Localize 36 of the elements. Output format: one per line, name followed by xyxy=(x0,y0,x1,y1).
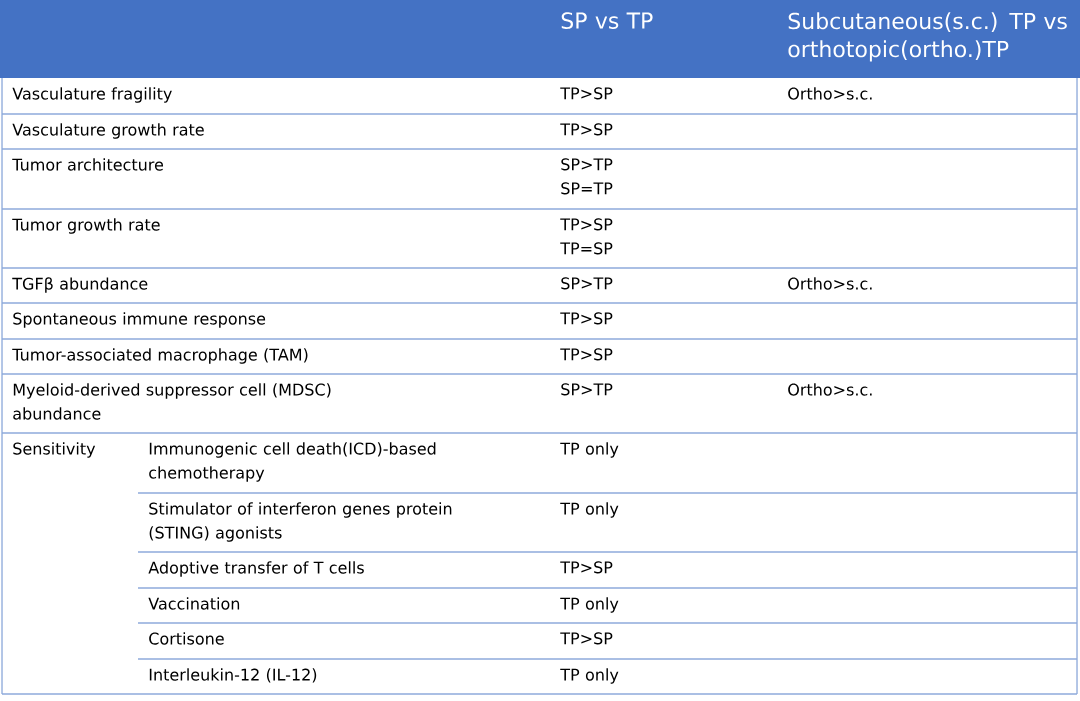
table-cell-text: Ortho>s.c. xyxy=(788,277,872,290)
table-cell-text: Vasculature fragility xyxy=(12,87,172,103)
table-cell-text: Vaccination xyxy=(148,597,240,610)
table-cell-text: TGFβ abundance xyxy=(12,277,148,293)
table-cell-text: SP>TP xyxy=(561,383,613,396)
table-cell-text: SP>TP xyxy=(561,277,613,290)
table-cell-text: TP only xyxy=(560,442,619,458)
table-cell-text: TP>SP xyxy=(560,348,613,361)
table-cell-text: Tumor growth rate xyxy=(12,218,160,234)
table-cell-text: TP>SP xyxy=(560,218,613,231)
table-cell-text: Tumor architecture xyxy=(12,158,164,171)
table-cell-text: Tumor-associated macrophage (TAM) xyxy=(12,348,308,364)
table-cell-text: Interleukin-12 (IL-12) xyxy=(149,668,317,683)
column-header: SP vs TP xyxy=(561,12,653,29)
table-cell-text: Myeloid-derived suppressor cell (MDSC) abundance xyxy=(13,383,331,420)
table-cell-text: Adoptive transfer of T cells xyxy=(148,561,364,577)
table-cell-text: Cortisone xyxy=(149,632,224,645)
table-cell-text: Spontaneous immune response xyxy=(13,312,266,328)
column-header: Subcutaneous(s.c.) TP vs orthotopic(ortho.)TP xyxy=(788,12,1067,62)
table-cell-text: SP=TP xyxy=(561,182,613,195)
table-cell-text: TP only xyxy=(560,502,619,518)
table-cell-text: Immunogenic cell death(ICD)-based chemotherapy xyxy=(149,442,436,482)
table-cell-text: TP only xyxy=(560,597,619,613)
table-cell-text: Vasculature growth rate xyxy=(12,123,204,139)
table-cell-text: SP>TP xyxy=(561,158,613,171)
table-cell-text: Ortho>s.c. xyxy=(788,87,872,100)
table-cell-text: TP>SP xyxy=(560,87,613,100)
table-cell-text: TP>SP xyxy=(560,312,613,325)
table-cell-text: Sensitivity xyxy=(13,442,96,458)
table-cell-text: TP>SP xyxy=(560,561,613,574)
table-cell-text: Ortho>s.c. xyxy=(788,383,872,396)
table-cell-text: Stimulator of interferon genes protein (STING) agonists xyxy=(149,502,452,542)
table-cell-text: TP only xyxy=(560,668,619,684)
table-cell-text: TP=SP xyxy=(560,242,613,255)
table-cell-text: TP>SP xyxy=(560,632,613,645)
table-cell-text: TP>SP xyxy=(560,123,613,136)
